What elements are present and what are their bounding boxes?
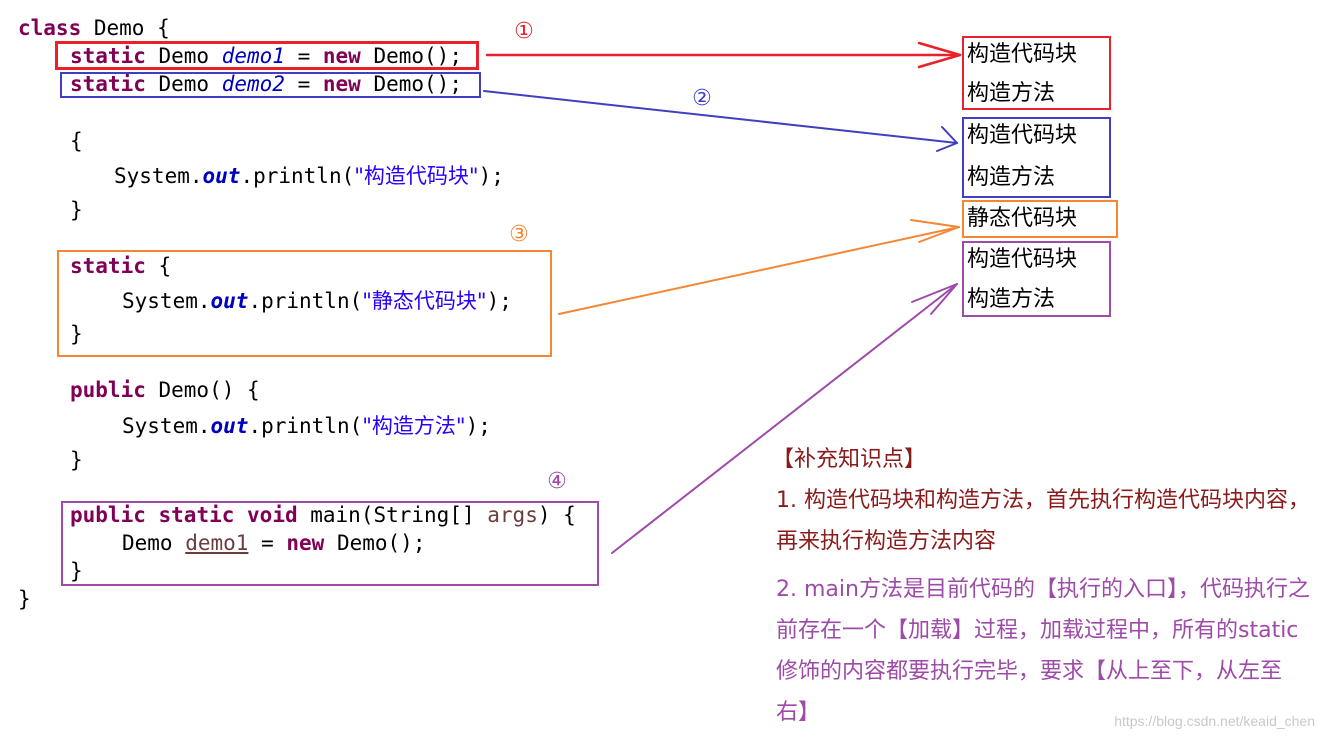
- output-line: 构造代码块: [967, 247, 1078, 272]
- code-line-static-block-close: }: [70, 322, 83, 346]
- keyword: static: [158, 503, 235, 527]
- code-text: System.: [122, 414, 211, 438]
- variable-name: demo1: [221, 44, 285, 68]
- output-box-2: 构造代码块 构造方法: [962, 117, 1111, 198]
- highlight-box-demo2: [60, 72, 481, 98]
- code-text: Demo();: [360, 72, 462, 96]
- output-line: 构造方法: [967, 165, 1056, 190]
- code-text: );: [486, 289, 512, 313]
- variable-name: demo2: [221, 72, 285, 96]
- output-line: 构造代码块: [967, 42, 1078, 67]
- output-box-3: 静态代码块: [962, 200, 1118, 238]
- arrow-blue: [483, 90, 958, 152]
- code-text: );: [465, 414, 491, 438]
- code-text: =: [284, 72, 323, 96]
- code-line-constructor-close: }: [70, 448, 83, 472]
- code-text: =: [284, 44, 323, 68]
- code-line-demo1-field: static Demo demo1 = new Demo();: [70, 42, 462, 70]
- code-line-constructor-decl: public Demo() {: [70, 376, 260, 404]
- code-text: );: [478, 164, 504, 188]
- code-text: main(String[]: [297, 503, 488, 527]
- code-line-static-block-print: System.out.println("静态代码块");: [122, 287, 512, 315]
- keyword: class: [18, 16, 82, 40]
- highlight-box-demo1: [55, 41, 479, 70]
- code-text: Demo();: [324, 531, 426, 555]
- step-marker-3: ③: [509, 222, 529, 247]
- string-literal: "构造方法": [362, 414, 466, 438]
- step-marker-1: ①: [514, 19, 534, 44]
- step-marker-4: ④: [547, 469, 567, 494]
- arrow-purple: [611, 283, 958, 554]
- output-line: 构造代码块: [967, 123, 1078, 148]
- keyword: public: [70, 378, 146, 402]
- code-text: Demo();: [360, 44, 462, 68]
- code-line-instance-block-close: }: [70, 198, 83, 222]
- arrow-orange: [558, 219, 960, 315]
- keyword: static: [70, 44, 146, 68]
- local-variable: demo1: [185, 531, 249, 555]
- code-line-main-body: Demo demo1 = new Demo();: [122, 529, 425, 557]
- static-field: out: [210, 289, 249, 313]
- code-line-instance-block-print: System.out.println("构造代码块");: [114, 162, 504, 190]
- output-box-1: 构造代码块 构造方法: [962, 36, 1111, 110]
- string-literal: "静态代码块": [362, 289, 487, 313]
- code-text: =: [248, 531, 287, 555]
- code-text: Demo: [145, 44, 222, 68]
- code-text: Demo: [122, 531, 186, 555]
- code-line-class-decl: class Demo {: [18, 14, 170, 42]
- keyword: new: [286, 531, 325, 555]
- code-text: Demo: [145, 72, 222, 96]
- note-point-2: 2. main方法是目前代码的【执行的入口】，代码执行之前存在一个【加载】过程，…: [776, 577, 1310, 725]
- code-line-static-block-open: static {: [70, 252, 171, 280]
- keyword: public: [70, 503, 146, 527]
- arrow-red: [485, 41, 962, 69]
- keyword: void: [247, 503, 298, 527]
- output-line: 构造方法: [967, 81, 1056, 106]
- code-text: .println(: [248, 414, 363, 438]
- code-text: .println(: [248, 289, 363, 313]
- keyword: new: [322, 44, 361, 68]
- output-line: 构造方法: [967, 287, 1056, 312]
- code-line-demo2-field: static Demo demo2 = new Demo();: [70, 70, 462, 98]
- code-text: System.: [122, 289, 211, 313]
- note-point-1: 1. 构造代码块和构造方法，首先执行构造代码块内容，再来执行构造方法内容: [776, 488, 1310, 554]
- code-text: Demo() {: [145, 378, 260, 402]
- code-line-main-close: }: [70, 559, 83, 583]
- code-text: Demo {: [81, 16, 170, 40]
- code-text: System.: [114, 164, 203, 188]
- keyword: static: [70, 254, 146, 278]
- step-marker-2: ②: [692, 86, 712, 111]
- watermark: https://blog.csdn.net/keaid_chen: [1114, 713, 1315, 729]
- code-line-class-close: }: [18, 587, 31, 611]
- output-box-4: 构造代码块 构造方法: [962, 241, 1111, 317]
- parameter-name: args: [487, 503, 538, 527]
- string-literal: "构造代码块": [354, 164, 479, 188]
- code-text: .println(: [240, 164, 355, 188]
- code-line-instance-block-open: {: [70, 129, 83, 153]
- code-line-constructor-print: System.out.println("构造方法");: [122, 412, 491, 440]
- code-line-main-decl: public static void main(String[] args) {: [70, 501, 576, 529]
- highlight-box-main: [61, 501, 599, 586]
- output-line: 静态代码块: [967, 206, 1078, 231]
- code-text: {: [145, 254, 172, 278]
- static-field: out: [202, 164, 241, 188]
- code-text: ) {: [537, 503, 576, 527]
- keyword: static: [70, 72, 146, 96]
- highlight-box-static-block: [57, 250, 552, 357]
- keyword: new: [322, 72, 361, 96]
- note-title: 【补充知识点】: [772, 447, 927, 472]
- static-field: out: [210, 414, 249, 438]
